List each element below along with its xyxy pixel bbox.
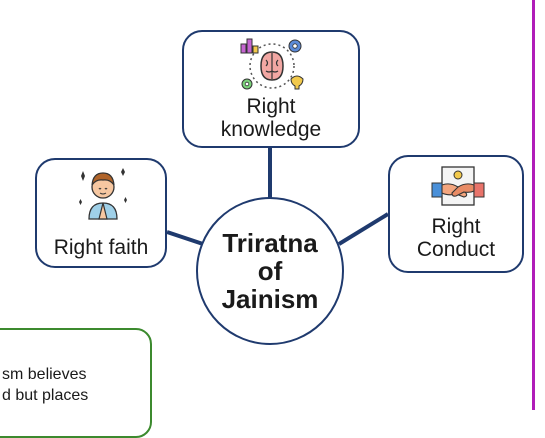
brain-ideas-icon [240,38,304,90]
node-label: Right faith [53,236,149,259]
connector-faith [166,230,204,246]
praying-person-icon [79,168,127,220]
node-label-line-2: Conduct [416,238,496,261]
certificate-handshake-icon [431,166,485,206]
connector-conduct [337,212,390,246]
note-box: sm believes d but places [0,328,152,438]
page-border-rule [532,0,535,410]
node-label-line-1: Right [246,95,296,118]
connector-lines [166,148,390,246]
node-label-line-2: knowledge [220,118,322,141]
node-right-faith: Right faith [35,158,167,268]
node-label-line-1: Right [431,215,481,238]
center-title-line-3: Jainism [221,284,319,314]
note-line-2: d but places [2,387,89,404]
center-title-line-2: of [257,256,283,286]
center-node-triratna: Triratna of Jainism [196,197,344,345]
center-title-line-1: Triratna [222,228,318,258]
node-right-conduct: Right Conduct [388,155,524,273]
note-line-1: sm believes [2,366,87,383]
node-right-knowledge: Right knowledge [182,30,360,148]
